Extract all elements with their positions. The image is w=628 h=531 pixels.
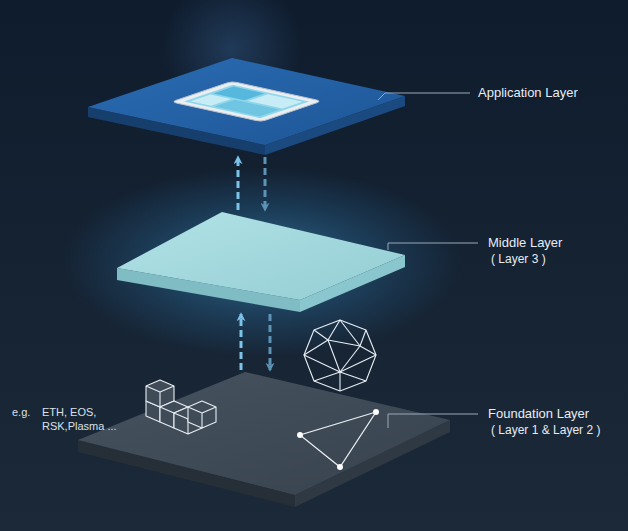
middle-glow (62, 167, 462, 357)
polyhedron-icon (304, 320, 376, 391)
flow-arrow (237, 157, 240, 210)
layer-number: ( Layer 3 ) (488, 251, 623, 267)
cube-icon (146, 380, 216, 434)
flow-arrow (269, 314, 272, 370)
layer-label: Foundation Layer( Layer 1 & Layer 2 ) (488, 406, 623, 438)
tablet-icon (171, 81, 321, 121)
flow-arrow (264, 157, 267, 210)
layer-label: Middle Layer( Layer 3 ) (488, 235, 623, 267)
layer-slab: Middle Layer( Layer 3 ) (117, 212, 405, 312)
layer-name: Application Layer (478, 85, 613, 101)
layer-name: Foundation Layer (488, 406, 623, 422)
layer-number: ( Layer 1 & Layer 2 ) (488, 422, 623, 438)
cube-outline (188, 401, 216, 428)
layer-slab: Foundation Layer( Layer 1 & Layer 2 ) (78, 372, 450, 507)
middle-slab (117, 212, 405, 312)
layer-name: Middle Layer (488, 235, 623, 251)
example-note: e.g. (12, 405, 40, 419)
application-slab (88, 58, 405, 155)
flow-arrow (240, 314, 243, 370)
triangle-icon (297, 409, 379, 470)
layer-label: Application Layer (478, 85, 613, 101)
example-note: ETH, EOS, RSK,Plasma ... (42, 405, 126, 433)
foundation-slab (78, 372, 450, 507)
layer-slab: Application Layer (88, 58, 405, 155)
leader-line (378, 93, 478, 428)
